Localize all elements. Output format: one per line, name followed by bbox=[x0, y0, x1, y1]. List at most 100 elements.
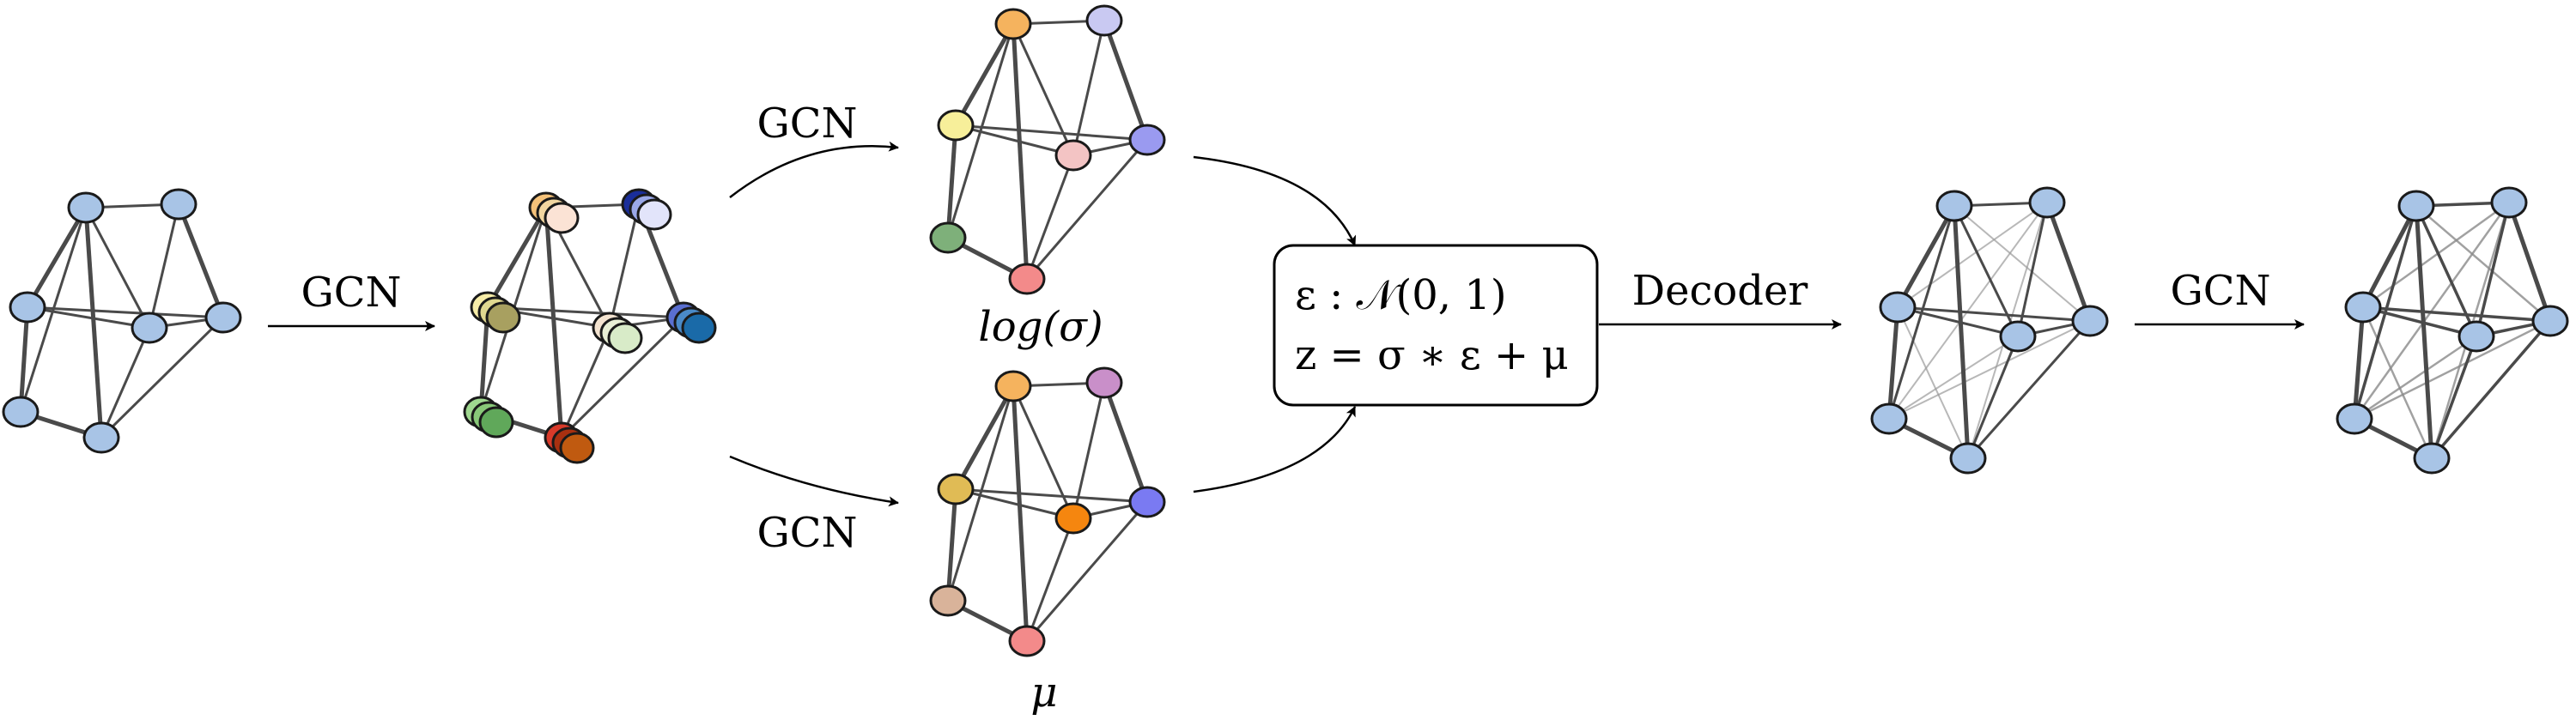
graph-edge bbox=[1072, 20, 1106, 156]
graph-edge bbox=[2362, 201, 2510, 309]
graph-edge bbox=[100, 316, 225, 439]
arrow-logsigma-to-box bbox=[1193, 155, 1357, 246]
graph-node bbox=[1085, 366, 1123, 399]
graph-edge bbox=[953, 384, 1016, 491]
graph-edge bbox=[1025, 501, 1149, 642]
graph-edge bbox=[560, 327, 611, 439]
graph-edge bbox=[608, 203, 641, 329]
mu-graph bbox=[929, 366, 1166, 657]
graph-edge bbox=[2430, 336, 2478, 459]
graph-edge bbox=[487, 306, 684, 319]
label-gcn-first: GCN bbox=[301, 269, 401, 317]
graph-edge bbox=[1952, 205, 1971, 459]
graph-node bbox=[9, 291, 46, 324]
final-graph bbox=[2336, 186, 2569, 475]
graph-edge bbox=[1102, 382, 1150, 503]
graph-node bbox=[2413, 442, 2451, 475]
graph-edge bbox=[485, 206, 549, 309]
graph-node bbox=[1949, 442, 1987, 475]
graph-edge bbox=[176, 203, 226, 318]
graph-node bbox=[67, 191, 105, 224]
graph-node bbox=[1935, 190, 1973, 222]
graph-node bbox=[2028, 186, 2066, 219]
reparam-box bbox=[1273, 244, 1599, 407]
graph-node bbox=[2397, 190, 2435, 222]
graph-edge bbox=[2430, 319, 2552, 460]
graph-edge bbox=[955, 124, 1148, 142]
graph-edge bbox=[1102, 20, 1150, 141]
graph-node bbox=[160, 188, 197, 221]
label-mu: μ bbox=[1030, 669, 1057, 717]
graph-edge bbox=[2354, 319, 2551, 421]
graph-edge bbox=[560, 316, 685, 439]
graph-node bbox=[82, 421, 120, 454]
graph-edge bbox=[2016, 202, 2049, 337]
graph-edge bbox=[953, 22, 1016, 127]
graph-edge bbox=[1897, 202, 2048, 308]
graph-edge bbox=[2360, 204, 2419, 309]
graph-edge bbox=[1953, 205, 2091, 322]
graph-node bbox=[1054, 502, 1092, 535]
graph-edge bbox=[1025, 154, 1075, 280]
arrow-gcn-top bbox=[729, 141, 899, 198]
graph-node bbox=[929, 221, 967, 254]
embedding-node bbox=[681, 312, 717, 344]
graph-edge bbox=[544, 207, 564, 439]
label-gcn-last: GCN bbox=[2170, 267, 2270, 315]
embedding-node bbox=[485, 301, 521, 334]
graph-edge bbox=[945, 488, 958, 602]
graph-edge bbox=[27, 306, 224, 319]
graph-node bbox=[2458, 320, 2495, 353]
graph-edge bbox=[18, 306, 30, 413]
graph-node bbox=[929, 584, 967, 617]
graph-edge bbox=[955, 487, 1148, 504]
embedding-graph bbox=[463, 188, 717, 464]
graph-edge bbox=[2044, 202, 2093, 322]
graph-edge bbox=[27, 306, 150, 330]
graph-edge bbox=[25, 206, 88, 309]
graph-edge bbox=[1011, 23, 1030, 280]
graph-edge bbox=[1011, 385, 1030, 642]
graph-edge bbox=[1012, 23, 1075, 156]
graph-node bbox=[1085, 4, 1123, 37]
graph-node bbox=[2344, 291, 2382, 324]
graph-edge bbox=[1966, 320, 2092, 459]
embedding-node bbox=[559, 432, 595, 464]
graph-node bbox=[1128, 124, 1166, 156]
graph-edge bbox=[1897, 306, 2019, 338]
graph-edge bbox=[83, 207, 104, 439]
graph-edge bbox=[1897, 306, 2091, 323]
graph-node bbox=[2, 396, 39, 428]
graph-edge bbox=[946, 385, 1015, 602]
graph-edge bbox=[2352, 306, 2366, 420]
graph-edge bbox=[2362, 306, 2551, 323]
arrow-gcn-bottom bbox=[729, 455, 899, 507]
graph-node bbox=[131, 312, 168, 344]
graph-edge bbox=[2415, 205, 2478, 337]
graph-node bbox=[937, 473, 975, 505]
graph-edge bbox=[1895, 204, 1957, 309]
graph-edge bbox=[1012, 385, 1075, 519]
graph-edge bbox=[1072, 382, 1106, 519]
graph-edge bbox=[955, 124, 1074, 157]
embedding-node bbox=[636, 198, 672, 231]
graph-edge bbox=[2506, 202, 2553, 322]
graph-node bbox=[1999, 320, 2037, 353]
graph-edge bbox=[1025, 517, 1075, 642]
graph-edge bbox=[1897, 306, 1969, 459]
graph-edge bbox=[2414, 205, 2434, 459]
graph-node bbox=[2490, 186, 2528, 219]
graph-edge bbox=[84, 207, 151, 329]
graph-edge bbox=[1966, 336, 2020, 459]
graph-edge bbox=[148, 203, 180, 329]
graph-edge bbox=[100, 327, 151, 439]
graph-edge bbox=[2415, 205, 2551, 322]
graph-edge bbox=[1888, 202, 2048, 420]
graph-node bbox=[994, 370, 1032, 402]
graph-edge bbox=[2475, 202, 2511, 337]
graph-edge bbox=[955, 487, 1074, 520]
graph-edge bbox=[1886, 306, 1900, 420]
embedding-node bbox=[478, 406, 514, 439]
